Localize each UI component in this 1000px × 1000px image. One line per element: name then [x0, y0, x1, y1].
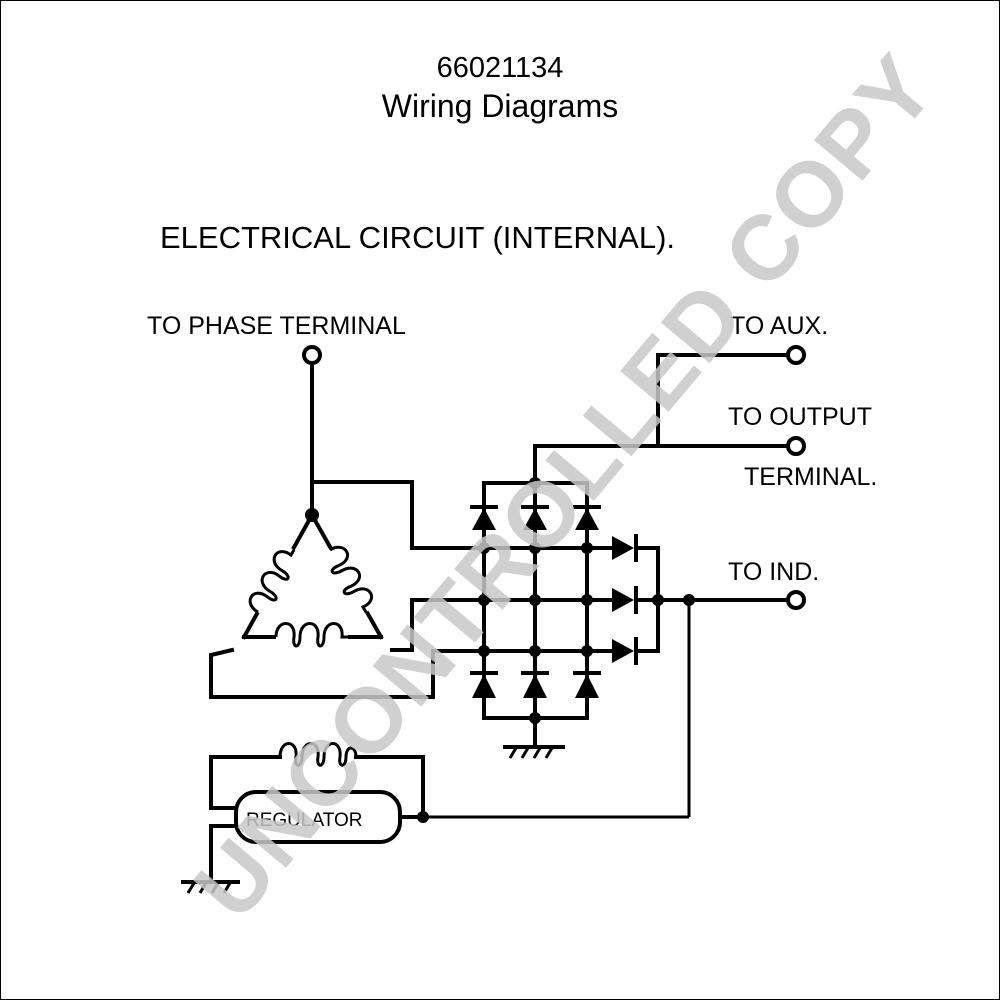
- negative-diode-1-icon: [470, 671, 498, 698]
- output-wiring: [533, 353, 792, 485]
- stator-winding: [209, 512, 486, 699]
- label-output-line1: TO OUTPUT: [728, 403, 872, 431]
- trio-diode-1-icon: [612, 534, 638, 562]
- negative-diode-2-icon: [521, 671, 549, 698]
- field-regulator-circuit: REGULATOR: [209, 742, 689, 882]
- label-output-line2: TERMINAL.: [744, 463, 877, 491]
- stator-coil-right-icon: [323, 541, 380, 617]
- field-coil-icon: [278, 742, 358, 767]
- stator-coil-left-icon: [244, 541, 301, 617]
- trio-diode-3-icon: [612, 637, 638, 665]
- regulator-label: REGULATOR: [246, 810, 363, 831]
- circuit-heading: ELECTRICAL CIRCUIT (INTERNAL).: [160, 220, 675, 255]
- ind-terminal-icon: [786, 590, 806, 610]
- negative-diode-3-icon: [573, 671, 601, 698]
- stator-coil-bottom-icon: [274, 619, 348, 648]
- positive-diode-1-icon: [470, 505, 498, 530]
- label-phase-terminal: TO PHASE TERMINAL: [147, 312, 406, 340]
- part-number: 66021134: [436, 52, 564, 84]
- positive-diode-3-icon: [573, 505, 601, 530]
- output-terminal-icon: [786, 436, 806, 456]
- regulator-ground-icon: [181, 880, 240, 894]
- label-aux: TO AUX.: [730, 312, 828, 340]
- trio-diode-2-icon: [612, 586, 638, 614]
- phase-terminal-icon: [302, 345, 322, 365]
- positive-diode-2-icon: [521, 505, 549, 530]
- aux-terminal-icon: [786, 345, 806, 365]
- document-title: Wiring Diagrams: [381, 88, 619, 124]
- title-block: 66021134 Wiring Diagrams: [0, 50, 1000, 126]
- diode-trio: [612, 534, 792, 817]
- phase-terminal-lead: [310, 360, 486, 550]
- label-ind: TO IND.: [728, 558, 819, 586]
- bridge-ground-icon: [503, 716, 565, 759]
